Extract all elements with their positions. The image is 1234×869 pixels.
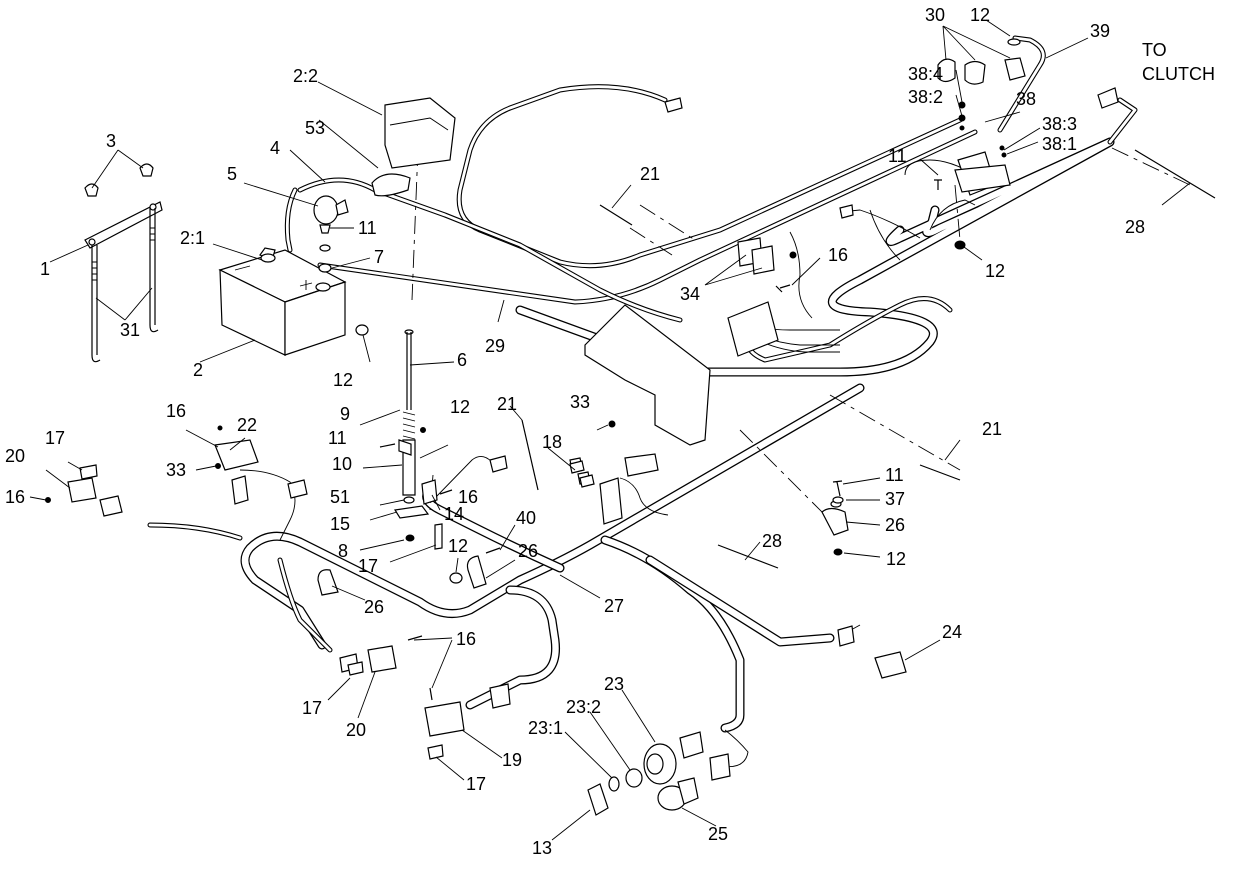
- callout-20-a: 20: [5, 446, 25, 466]
- connectors: [99, 87, 1119, 781]
- callout-26-c: 26: [364, 597, 384, 617]
- relay-module: [727, 301, 779, 357]
- callout-34: 34: [680, 284, 700, 304]
- callout-24: 24: [942, 622, 962, 642]
- solenoid-5: [313, 195, 349, 225]
- callout-40: 40: [516, 508, 536, 528]
- callout-16-e: 16: [456, 629, 476, 649]
- callout-8: 8: [338, 541, 348, 561]
- leader-lines: [29, 19, 1191, 841]
- callout-25: 25: [708, 824, 728, 844]
- cable-ties: [521, 149, 1216, 569]
- callout-11-b: 11: [888, 146, 907, 166]
- callout-29: 29: [485, 336, 505, 356]
- callout-37: 37: [885, 489, 905, 509]
- fasteners: [45, 179, 942, 701]
- callout-38-3: 38:3: [1042, 114, 1077, 134]
- callout-16-a: 16: [828, 245, 848, 265]
- callout-38: 38: [1016, 89, 1036, 109]
- callout-31: 31: [120, 320, 140, 340]
- callout-17-c: 17: [302, 698, 322, 718]
- callout-28-b: 28: [762, 531, 782, 551]
- callout-53: 53: [305, 118, 325, 138]
- callout-17-a: 17: [45, 428, 65, 448]
- callout-38-4: 38:4: [908, 64, 943, 84]
- callout-10: 10: [332, 454, 352, 474]
- fuses-18: [569, 460, 595, 488]
- hold-down-assembly: [84, 163, 163, 363]
- mounting-plate: [584, 304, 711, 446]
- callout-16-d: 16: [458, 487, 478, 507]
- main-harness: [147, 137, 1115, 733]
- callout-11-d: 11: [885, 465, 904, 485]
- callout-23-1: 23:1: [528, 718, 563, 738]
- to-clutch-label-line1: TO: [1142, 40, 1167, 60]
- callout-12-d: 12: [450, 397, 470, 417]
- callout-11-a: 11: [358, 218, 377, 238]
- decal-2-2: [384, 97, 456, 169]
- callout-27: 27: [604, 596, 624, 616]
- callout-7: 7: [374, 247, 384, 267]
- callout-21-c: 21: [497, 394, 517, 414]
- boot-53: [371, 173, 411, 197]
- callout-12-e: 12: [448, 536, 468, 556]
- knob-25: [657, 777, 699, 811]
- callout-14: 14: [444, 504, 464, 524]
- start-solenoid-38: [954, 101, 1011, 250]
- callout-26-b: 26: [518, 541, 538, 561]
- callout-17-d: 17: [466, 774, 486, 794]
- callout-51: 51: [330, 487, 350, 507]
- callout-19: 19: [502, 750, 522, 770]
- battery-hardware: [318, 224, 369, 336]
- callout-33-a: 33: [570, 392, 590, 412]
- callout-30: 30: [925, 5, 945, 25]
- cable-loops: [284, 35, 1138, 363]
- callout-4: 4: [270, 138, 280, 158]
- to-clutch-label-line2: CLUTCH: [1142, 64, 1215, 84]
- callout-2: 2: [193, 360, 203, 380]
- battery: [218, 247, 347, 356]
- callout-21-a: 21: [640, 164, 660, 184]
- callout-16-b: 16: [166, 401, 186, 421]
- callout-12-c: 12: [333, 370, 353, 390]
- callout-22: 22: [237, 415, 257, 435]
- callout-13: 13: [532, 838, 552, 858]
- ignition-switch-23: [587, 743, 677, 816]
- callout-2-2: 2:2: [293, 66, 318, 86]
- callout-21-d: 21: [982, 419, 1002, 439]
- callout-11-c: 11: [328, 428, 347, 448]
- callout-9: 9: [340, 404, 350, 424]
- switches: [67, 439, 465, 760]
- callout-23-2: 23:2: [566, 697, 601, 717]
- callout-15: 15: [330, 514, 350, 534]
- callout-12-f: 12: [886, 549, 906, 569]
- callout-12-b: 12: [985, 261, 1005, 281]
- callout-39: 39: [1090, 21, 1110, 41]
- callout-5: 5: [227, 164, 237, 184]
- callout-12: 12: [970, 5, 990, 25]
- plug-24: [874, 651, 907, 679]
- callout-20-b: 20: [346, 720, 366, 740]
- relays-34: [737, 237, 775, 275]
- callout-labels: 30 12 39 2:2 53 38:4 38:2 38 38:3 38:1 3…: [5, 5, 1215, 858]
- callout-1: 1: [40, 259, 50, 279]
- callout-23: 23: [604, 674, 624, 694]
- callout-3: 3: [106, 131, 116, 151]
- callout-6: 6: [457, 350, 467, 370]
- callout-38-2: 38:2: [908, 87, 943, 107]
- callout-18: 18: [542, 432, 562, 452]
- callout-16-c: 16: [5, 487, 25, 507]
- callout-38-1: 38:1: [1042, 134, 1077, 154]
- clamps-26: [317, 500, 849, 596]
- callout-2-1: 2:1: [180, 228, 205, 248]
- callout-33-b: 33: [166, 460, 186, 480]
- callout-28-a: 28: [1125, 217, 1145, 237]
- callout-17-b: 17: [358, 556, 378, 576]
- terminal-boots-30: [937, 38, 1026, 85]
- callout-26-a: 26: [885, 515, 905, 535]
